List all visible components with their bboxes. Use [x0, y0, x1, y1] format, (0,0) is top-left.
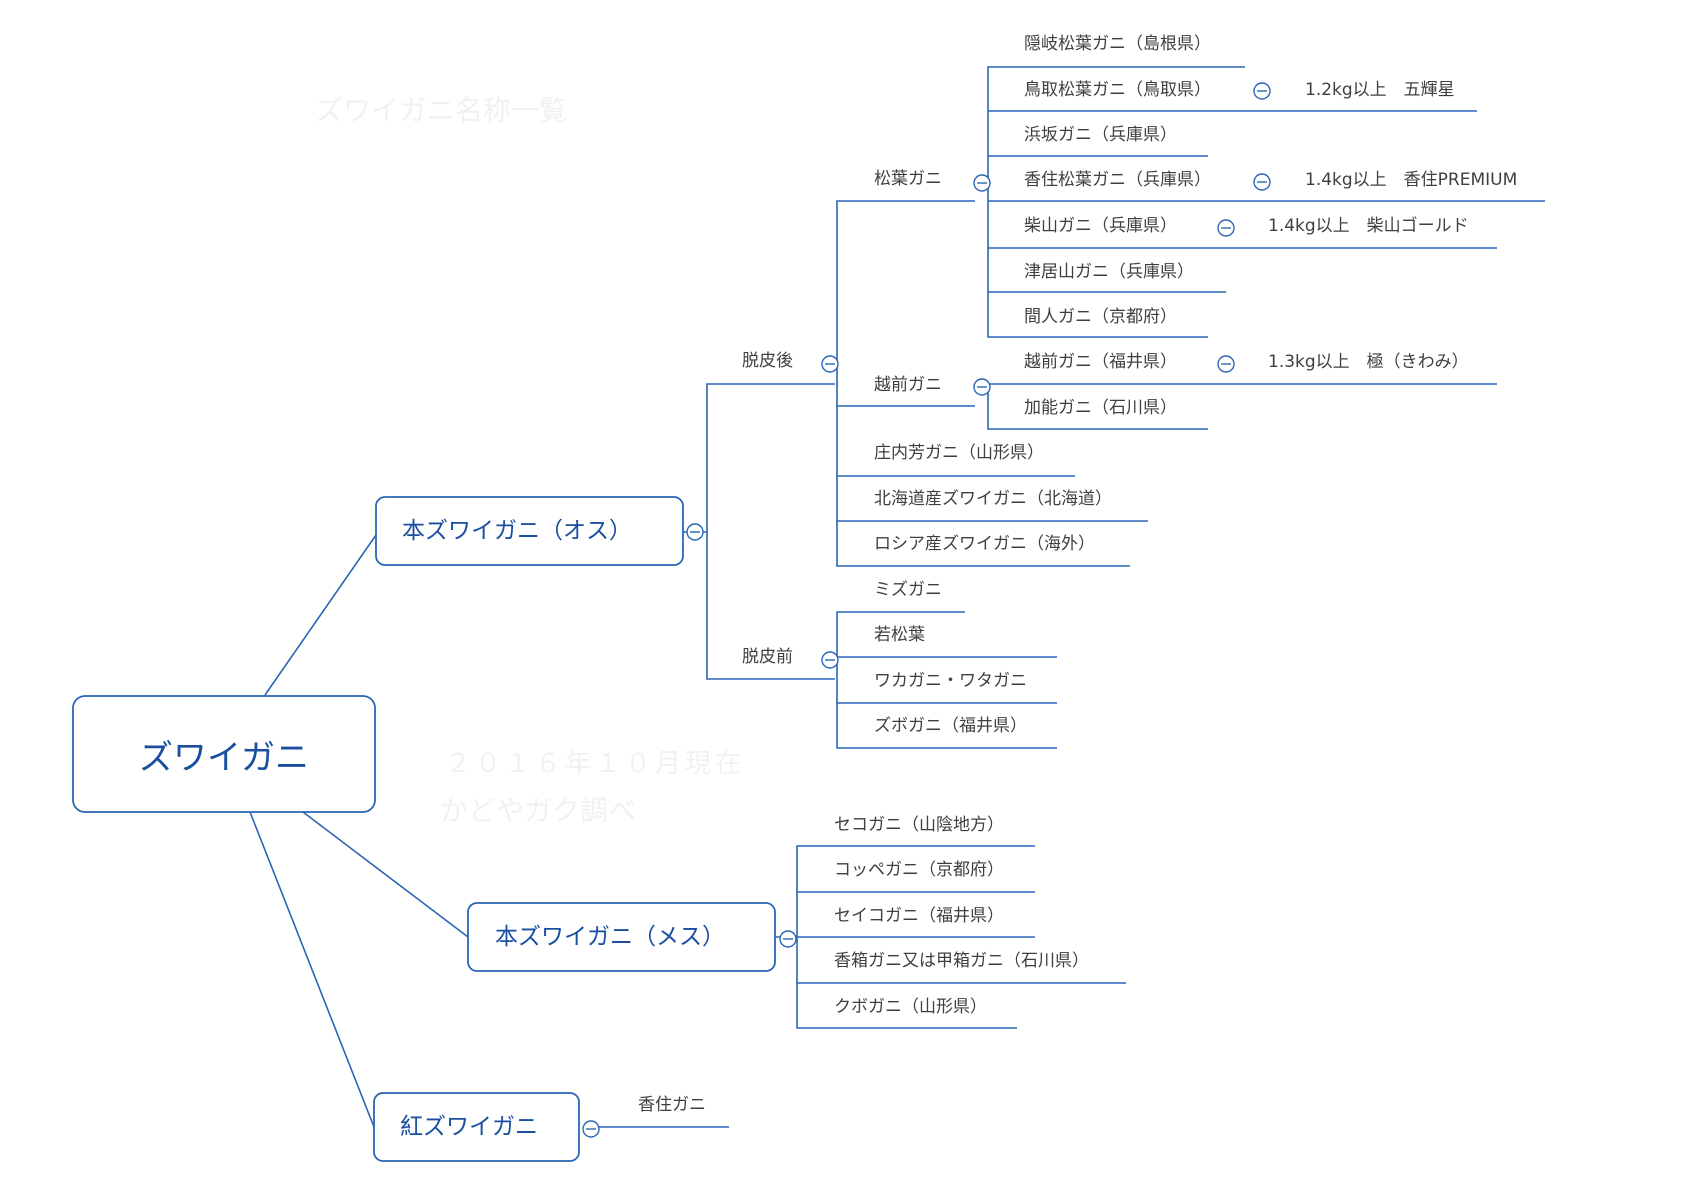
- branch-after-molt-label: 脱皮後: [742, 351, 793, 371]
- node-beni[interactable]: 紅ズワイガニ: [373, 1092, 580, 1162]
- node-mesu-label: 本ズワイガニ（メス）: [495, 924, 725, 950]
- leaf-matsuba-4: 柴山ガニ（兵庫県）: [1024, 216, 1177, 236]
- root-node[interactable]: ズワイガニ: [72, 695, 376, 813]
- collapse-toggle-after-molt[interactable]: [821, 355, 839, 373]
- node-mesu[interactable]: 本ズワイガニ（メス）: [467, 902, 776, 972]
- leaf-after-other-2: ロシア産ズワイガニ（海外）: [874, 534, 1095, 554]
- leaf-echizen-0: 越前ガニ（福井県）: [1024, 352, 1177, 372]
- leaf-echizen-0-brand: 1.3kg以上 極（きわみ）: [1268, 352, 1469, 372]
- collapse-toggle-kasumi[interactable]: [1253, 173, 1271, 191]
- collapse-toggle-echizen-fukui[interactable]: [1217, 355, 1235, 373]
- leaf-before-0: ミズガニ: [874, 580, 942, 600]
- leaf-matsuba-6: 間人ガニ（京都府）: [1024, 307, 1177, 327]
- leaf-matsuba-5: 津居山ガニ（兵庫県）: [1024, 262, 1194, 282]
- leaf-before-1: 若松葉: [874, 625, 925, 645]
- collapse-toggle-beni[interactable]: [582, 1120, 600, 1138]
- collapse-toggle-echizen[interactable]: [973, 378, 991, 396]
- collapse-toggle-shibayama[interactable]: [1217, 219, 1235, 237]
- watermark-title: ズワイガニ名称一覧: [315, 94, 567, 127]
- leaf-mesu-4: クボガニ（山形県）: [834, 997, 987, 1017]
- branch-matsuba-label: 松葉ガニ: [874, 169, 942, 189]
- collapse-toggle-osu[interactable]: [686, 523, 704, 541]
- leaf-matsuba-3: 香住松葉ガニ（兵庫県）: [1024, 170, 1211, 190]
- collapse-toggle-before-molt[interactable]: [821, 651, 839, 669]
- collapse-toggle-mesu[interactable]: [779, 930, 797, 948]
- node-beni-label: 紅ズワイガニ: [400, 1114, 538, 1140]
- branch-before-molt-label: 脱皮前: [742, 647, 793, 667]
- leaf-mesu-1: コッペガニ（京都府）: [834, 860, 1004, 880]
- watermark-source: かどやガク調べ: [440, 794, 636, 827]
- leaf-matsuba-1-brand: 1.2kg以上 五輝星: [1305, 80, 1455, 100]
- leaf-after-other-1: 北海道産ズワイガニ（北海道）: [874, 489, 1112, 509]
- leaf-echizen-1: 加能ガニ（石川県）: [1024, 398, 1177, 418]
- leaf-matsuba-2: 浜坂ガニ（兵庫県）: [1024, 125, 1177, 145]
- branch-echizen-label: 越前ガニ: [874, 375, 942, 395]
- leaf-matsuba-1: 鳥取松葉ガニ（鳥取県）: [1024, 80, 1211, 100]
- collapse-toggle-tottori[interactable]: [1253, 82, 1271, 100]
- leaf-matsuba-3-brand: 1.4kg以上 香住PREMIUM: [1305, 170, 1517, 190]
- watermark-date: ２０１６年１０月現在: [445, 749, 745, 779]
- leaf-mesu-3: 香箱ガニ又は甲箱ガニ（石川県）: [834, 951, 1089, 971]
- leaf-before-2: ワカガニ・ワタガニ: [874, 671, 1027, 691]
- root-label: ズワイガニ: [139, 738, 309, 778]
- node-osu[interactable]: 本ズワイガニ（オス）: [375, 496, 684, 566]
- leaf-after-other-0: 庄内芳ガニ（山形県）: [874, 443, 1044, 463]
- leaf-beni-0: 香住ガニ: [638, 1095, 706, 1115]
- collapse-toggle-matsuba[interactable]: [973, 174, 991, 192]
- leaf-before-3: ズボガニ（福井県）: [874, 716, 1027, 736]
- leaf-mesu-0: セコガニ（山陰地方）: [834, 815, 1004, 835]
- leaf-matsuba-0: 隠岐松葉ガニ（島根県）: [1024, 34, 1211, 54]
- leaf-matsuba-4-brand: 1.4kg以上 柴山ゴールド: [1268, 215, 1469, 236]
- node-osu-label: 本ズワイガニ（オス）: [402, 518, 632, 544]
- leaf-mesu-2: セイコガニ（福井県）: [834, 906, 1004, 926]
